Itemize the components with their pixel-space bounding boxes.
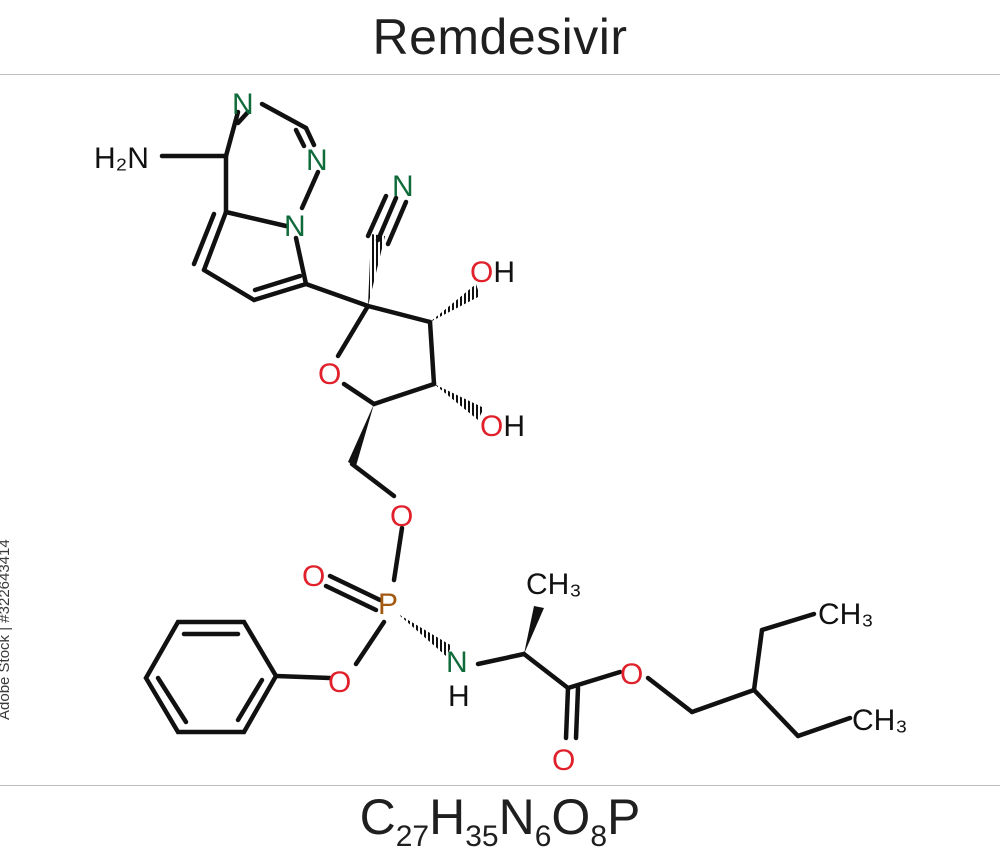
oxygen-label: O xyxy=(552,744,575,777)
oxygen-label: O xyxy=(328,666,351,699)
bond-ch2-ch xyxy=(689,687,757,715)
h2n-label: H₂N xyxy=(94,142,149,175)
bond-o-p xyxy=(391,525,405,583)
methyl-label: CH₃ xyxy=(526,568,582,601)
stock-id-watermark: Adobe Stock | #322643414 xyxy=(0,539,13,720)
bond-o-phenyl xyxy=(273,673,333,681)
bond-c-oester xyxy=(565,669,623,691)
hashed-wedge-oh-upper xyxy=(430,284,480,322)
top-divider xyxy=(0,74,1000,75)
bond-nitrile xyxy=(375,195,399,243)
page-title: Remdesivir xyxy=(372,9,628,65)
hashed-wedge-oh-lower xyxy=(434,384,484,420)
bond-ch-ch2up xyxy=(751,627,765,693)
bond-oester-ch2 xyxy=(645,675,695,715)
bond-c4a-n7 xyxy=(223,209,289,229)
bond-p-o-double xyxy=(327,573,383,603)
solid-wedge-ch3 xyxy=(524,606,544,654)
bond-c6-c7 xyxy=(251,281,309,303)
phenyl-ring xyxy=(143,619,279,735)
nitrogen-label: N xyxy=(306,144,328,177)
oxygen-label: O xyxy=(318,358,341,391)
bonds xyxy=(143,101,853,741)
hydroxyl-label: OH xyxy=(470,256,515,289)
bond-c4-n3 xyxy=(223,109,241,159)
bond-c7-c1prime xyxy=(303,281,371,309)
bond-ch2down-ch3 xyxy=(795,715,853,739)
bond-ch-ch2down xyxy=(751,687,801,739)
bond-c2-c3 xyxy=(427,319,437,387)
bond-n3-c2 xyxy=(259,101,309,131)
oxygen-label: O xyxy=(302,560,325,593)
nitrogen-label: N xyxy=(284,210,306,243)
solid-wedge-ch2 xyxy=(348,404,374,466)
stereo-bonds xyxy=(348,234,544,656)
bond-ch2up-ch3 xyxy=(759,611,817,633)
oxygen-label: O xyxy=(390,500,413,533)
hashed-wedge-p-n xyxy=(398,614,452,656)
hydroxyl-label: OH xyxy=(480,410,525,443)
hashed-wedge-nitrile xyxy=(368,234,385,306)
bond-o-c1 xyxy=(335,303,371,359)
nitrogen-label: N xyxy=(392,170,414,203)
bond-n1-n7 xyxy=(299,169,321,211)
nitrogen-label: N xyxy=(232,88,254,121)
bond-c4a-c5 xyxy=(201,209,229,273)
bond-p-ophenyl xyxy=(353,619,387,667)
hydrogen-label: H xyxy=(448,680,470,713)
bond-c1-c2 xyxy=(365,303,433,325)
phosphorus-label: P xyxy=(378,588,398,621)
methyl-label: CH₃ xyxy=(852,704,908,737)
bond-calpha-cco xyxy=(521,651,571,691)
oxygen-label: O xyxy=(620,658,643,691)
bond-c4-o xyxy=(341,381,377,407)
bottom-divider xyxy=(0,785,1000,786)
bond-c5-c6 xyxy=(201,267,257,303)
bond-c-ocarbonyl xyxy=(563,685,571,741)
molecular-formula: C27H35N6O8P xyxy=(359,789,641,853)
bond-nh-calpha xyxy=(475,651,527,667)
bond-ch2-o xyxy=(349,461,397,499)
nitrogen-label: N xyxy=(446,646,468,679)
bond-n7-c7 xyxy=(293,235,309,287)
bond-c3-c4 xyxy=(371,381,437,407)
bond-c2-n1 xyxy=(303,125,317,148)
methyl-label: CH₃ xyxy=(818,598,874,631)
